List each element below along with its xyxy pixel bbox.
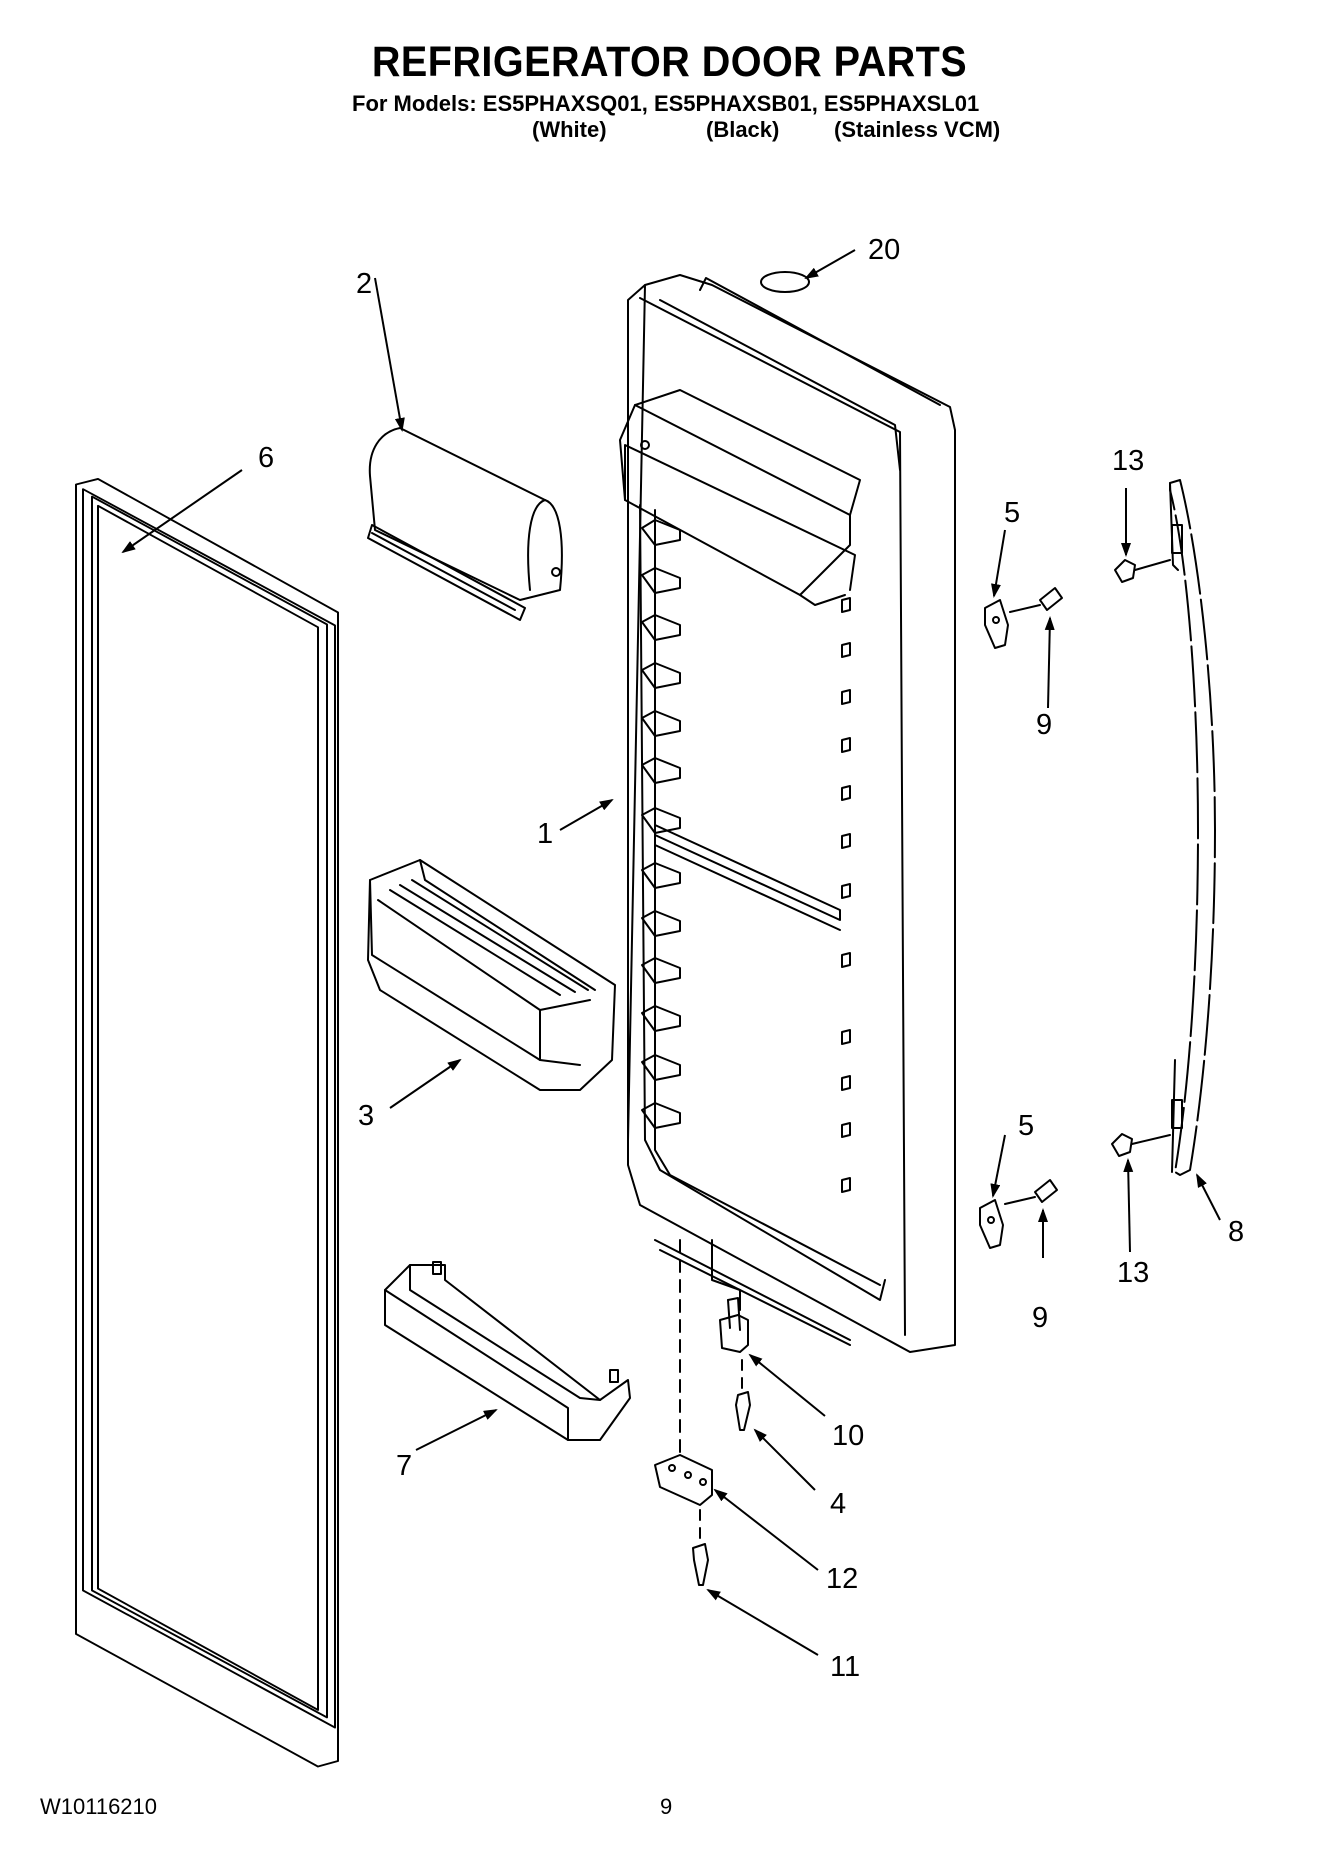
callout-9-upper: 9 bbox=[1036, 709, 1052, 741]
callout-11: 11 bbox=[830, 1651, 860, 1683]
shelf-bar bbox=[384, 1261, 631, 1441]
door-bin bbox=[367, 859, 616, 1091]
callout-10: 10 bbox=[832, 1420, 864, 1452]
callout-5-lower: 5 bbox=[1018, 1110, 1034, 1142]
callout-2: 2 bbox=[356, 268, 372, 300]
variant-black: (Black) bbox=[706, 117, 780, 142]
callout-5-upper: 5 bbox=[1004, 497, 1020, 529]
callout-6: 6 bbox=[258, 442, 274, 474]
callout-12: 12 bbox=[826, 1563, 858, 1595]
callout-4: 4 bbox=[830, 1488, 846, 1520]
door-handle bbox=[1169, 479, 1216, 1176]
callout-3: 3 bbox=[358, 1100, 374, 1132]
plug-part-20 bbox=[760, 271, 810, 293]
callout-13-upper: 13 bbox=[1112, 445, 1144, 477]
callout-20: 20 bbox=[868, 234, 900, 266]
door-liner bbox=[619, 274, 956, 1353]
callout-1: 1 bbox=[537, 818, 553, 850]
callout-13-lower: 13 bbox=[1117, 1257, 1149, 1289]
screw-part-11 bbox=[692, 1543, 709, 1586]
door-gasket bbox=[75, 477, 339, 1768]
model-list: For Models: ES5PHAXSQ01, ES5PHAXSB01, ES… bbox=[352, 91, 980, 116]
screw-part-13-upper bbox=[1114, 559, 1171, 583]
screw-part-9-upper bbox=[1009, 587, 1063, 613]
callout-7: 7 bbox=[396, 1450, 412, 1482]
hinge-pin-part-10 bbox=[719, 1297, 749, 1353]
document-number: W10116210 bbox=[40, 1794, 158, 1819]
clip-part-5-lower bbox=[979, 1199, 1004, 1249]
callout-9-lower: 9 bbox=[1032, 1302, 1048, 1334]
page-title: REFRIGERATOR DOOR PARTS bbox=[371, 38, 968, 86]
callout-8: 8 bbox=[1228, 1216, 1244, 1248]
shelf-rails bbox=[641, 519, 851, 1193]
dairy-door bbox=[367, 427, 563, 621]
leader-arrows bbox=[121, 249, 1221, 1656]
variant-stainless: (Stainless VCM) bbox=[834, 117, 1001, 142]
screw-part-13-lower bbox=[1111, 1133, 1171, 1157]
clip-part-5-upper bbox=[984, 599, 1009, 649]
variant-white: (White) bbox=[532, 117, 607, 142]
hinge-bracket-part-12 bbox=[654, 1454, 713, 1506]
header: REFRIGERATOR DOOR PARTS bbox=[0, 38, 1339, 86]
screw-part-4 bbox=[735, 1391, 751, 1431]
screw-part-9-lower bbox=[1004, 1179, 1058, 1205]
page-number: 9 bbox=[660, 1794, 673, 1819]
